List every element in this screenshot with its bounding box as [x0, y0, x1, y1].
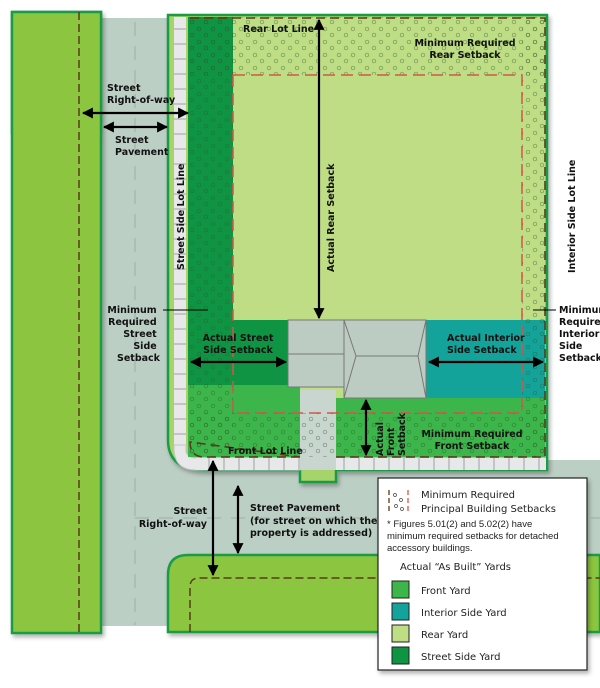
curb-front-left — [196, 458, 300, 470]
legend-label-interior-side-yard: Interior Side Yard — [421, 608, 507, 619]
label-min-street-side-setback: Minimum Required Street Side Setback — [107, 305, 160, 364]
label-actual-rear-setback: Actual Rear Setback — [326, 163, 337, 272]
label-interior-side-lot-line: Interior Side Lot Line — [567, 160, 578, 273]
curb-front-right — [336, 458, 546, 470]
legend-box — [377, 477, 588, 671]
legend-label-front-yard: Front Yard — [421, 586, 471, 597]
min-setback-hatching — [188, 17, 545, 457]
legend-swatch-front-yard — [391, 580, 410, 599]
legend-label-street-side-yard: Street Side Yard — [421, 652, 501, 663]
label-front-lot-line: Front Lot Line — [228, 446, 303, 457]
curb-street-side — [174, 17, 186, 447]
lot-line-bottom — [189, 577, 600, 632]
adjacent-lot-left — [10, 10, 103, 635]
legend-swatch-rear-yard — [391, 624, 410, 643]
svg-text:Actual: Actual — [375, 422, 386, 456]
legend-swatch-interior-side-yard — [391, 602, 410, 621]
legend-label-rear-yard: Rear Yard — [421, 630, 468, 641]
label-actual-front-setback: Actual Front Setback — [375, 412, 408, 456]
legend-swatch-street-side-yard — [391, 646, 410, 665]
dimension-arrows — [81, 18, 545, 577]
svg-text:Front: Front — [386, 427, 397, 456]
label-min-interior-side-setback: Minimum Required Interior Side Setback — [559, 305, 600, 364]
label-street-side-lot-line: Street Side Lot Line — [176, 164, 187, 270]
svg-text:Setback: Setback — [397, 412, 408, 456]
legend-yards-title: Actual “As Built” Yards — [400, 562, 511, 573]
lot-lines — [189, 17, 546, 458]
min-setback-line — [232, 74, 523, 414]
setback-legend-swatch — [388, 490, 409, 513]
building — [287, 319, 427, 399]
label-rear-lot-line: Rear Lot Line — [243, 24, 314, 35]
